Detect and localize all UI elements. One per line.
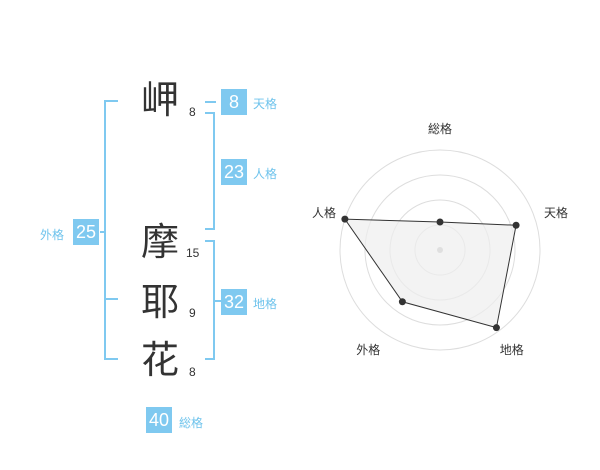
radar-point-2 xyxy=(512,221,520,229)
soukaku-label: 総格 xyxy=(179,416,204,430)
radar-point-5 xyxy=(341,215,349,223)
chikaku-value-box: 32 xyxy=(221,289,247,315)
stroke-count-1: 8 xyxy=(189,105,196,119)
soukaku-value-box: 40 xyxy=(146,407,172,433)
name-char-2: 摩 xyxy=(140,220,179,264)
stroke-count-2: 15 xyxy=(186,246,200,260)
stroke-count-3: 9 xyxy=(189,306,196,320)
radar-point-3 xyxy=(492,324,500,332)
radar-ring xyxy=(339,149,541,351)
jinkaku-label: 人格 xyxy=(253,167,278,181)
gaikaku-value-box: 25 xyxy=(73,219,99,245)
radar-axis-label-1: 総格 xyxy=(428,122,453,136)
radar-point-1 xyxy=(436,218,444,226)
radar-point-4 xyxy=(398,298,406,306)
name-char-1: 岬 xyxy=(140,78,179,122)
tenkaku-label: 天格 xyxy=(253,97,278,111)
radar-axis-label-3: 地格 xyxy=(499,342,524,357)
chikaku-label: 地格 xyxy=(253,297,278,311)
radar-axis-label-5: 人格 xyxy=(311,206,336,221)
tenkaku-value-box: 8 xyxy=(221,89,247,115)
radar-series-polygon xyxy=(343,218,517,329)
radar-ring xyxy=(364,174,516,326)
radar-axis-label-2: 天格 xyxy=(544,206,569,221)
name-char-3: 耶 xyxy=(140,280,179,324)
jinkaku-value-box: 23 xyxy=(221,159,247,185)
gaikaku-label: 外格 xyxy=(40,228,65,242)
stroke-count-4: 8 xyxy=(189,365,196,379)
radar-axis-label-4: 外格 xyxy=(356,342,381,357)
name-char-4: 花 xyxy=(140,338,179,382)
